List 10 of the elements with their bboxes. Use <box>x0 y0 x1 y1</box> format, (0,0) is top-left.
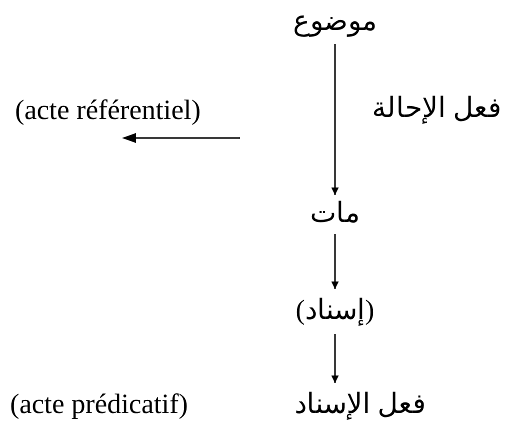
node-text: مات <box>310 197 360 231</box>
node-text: موضوع <box>293 5 377 39</box>
arrow <box>331 334 339 383</box>
annotation-label: (acte référentiel) <box>15 94 201 128</box>
arrow <box>331 44 339 195</box>
node-text: (إسناد) <box>296 294 374 328</box>
annotation-label: فعل الإحالة <box>372 92 501 126</box>
node-text: فعل الإسناد <box>294 388 426 422</box>
side-label: (acte prédicatif) <box>10 388 188 422</box>
arrow <box>331 234 339 289</box>
